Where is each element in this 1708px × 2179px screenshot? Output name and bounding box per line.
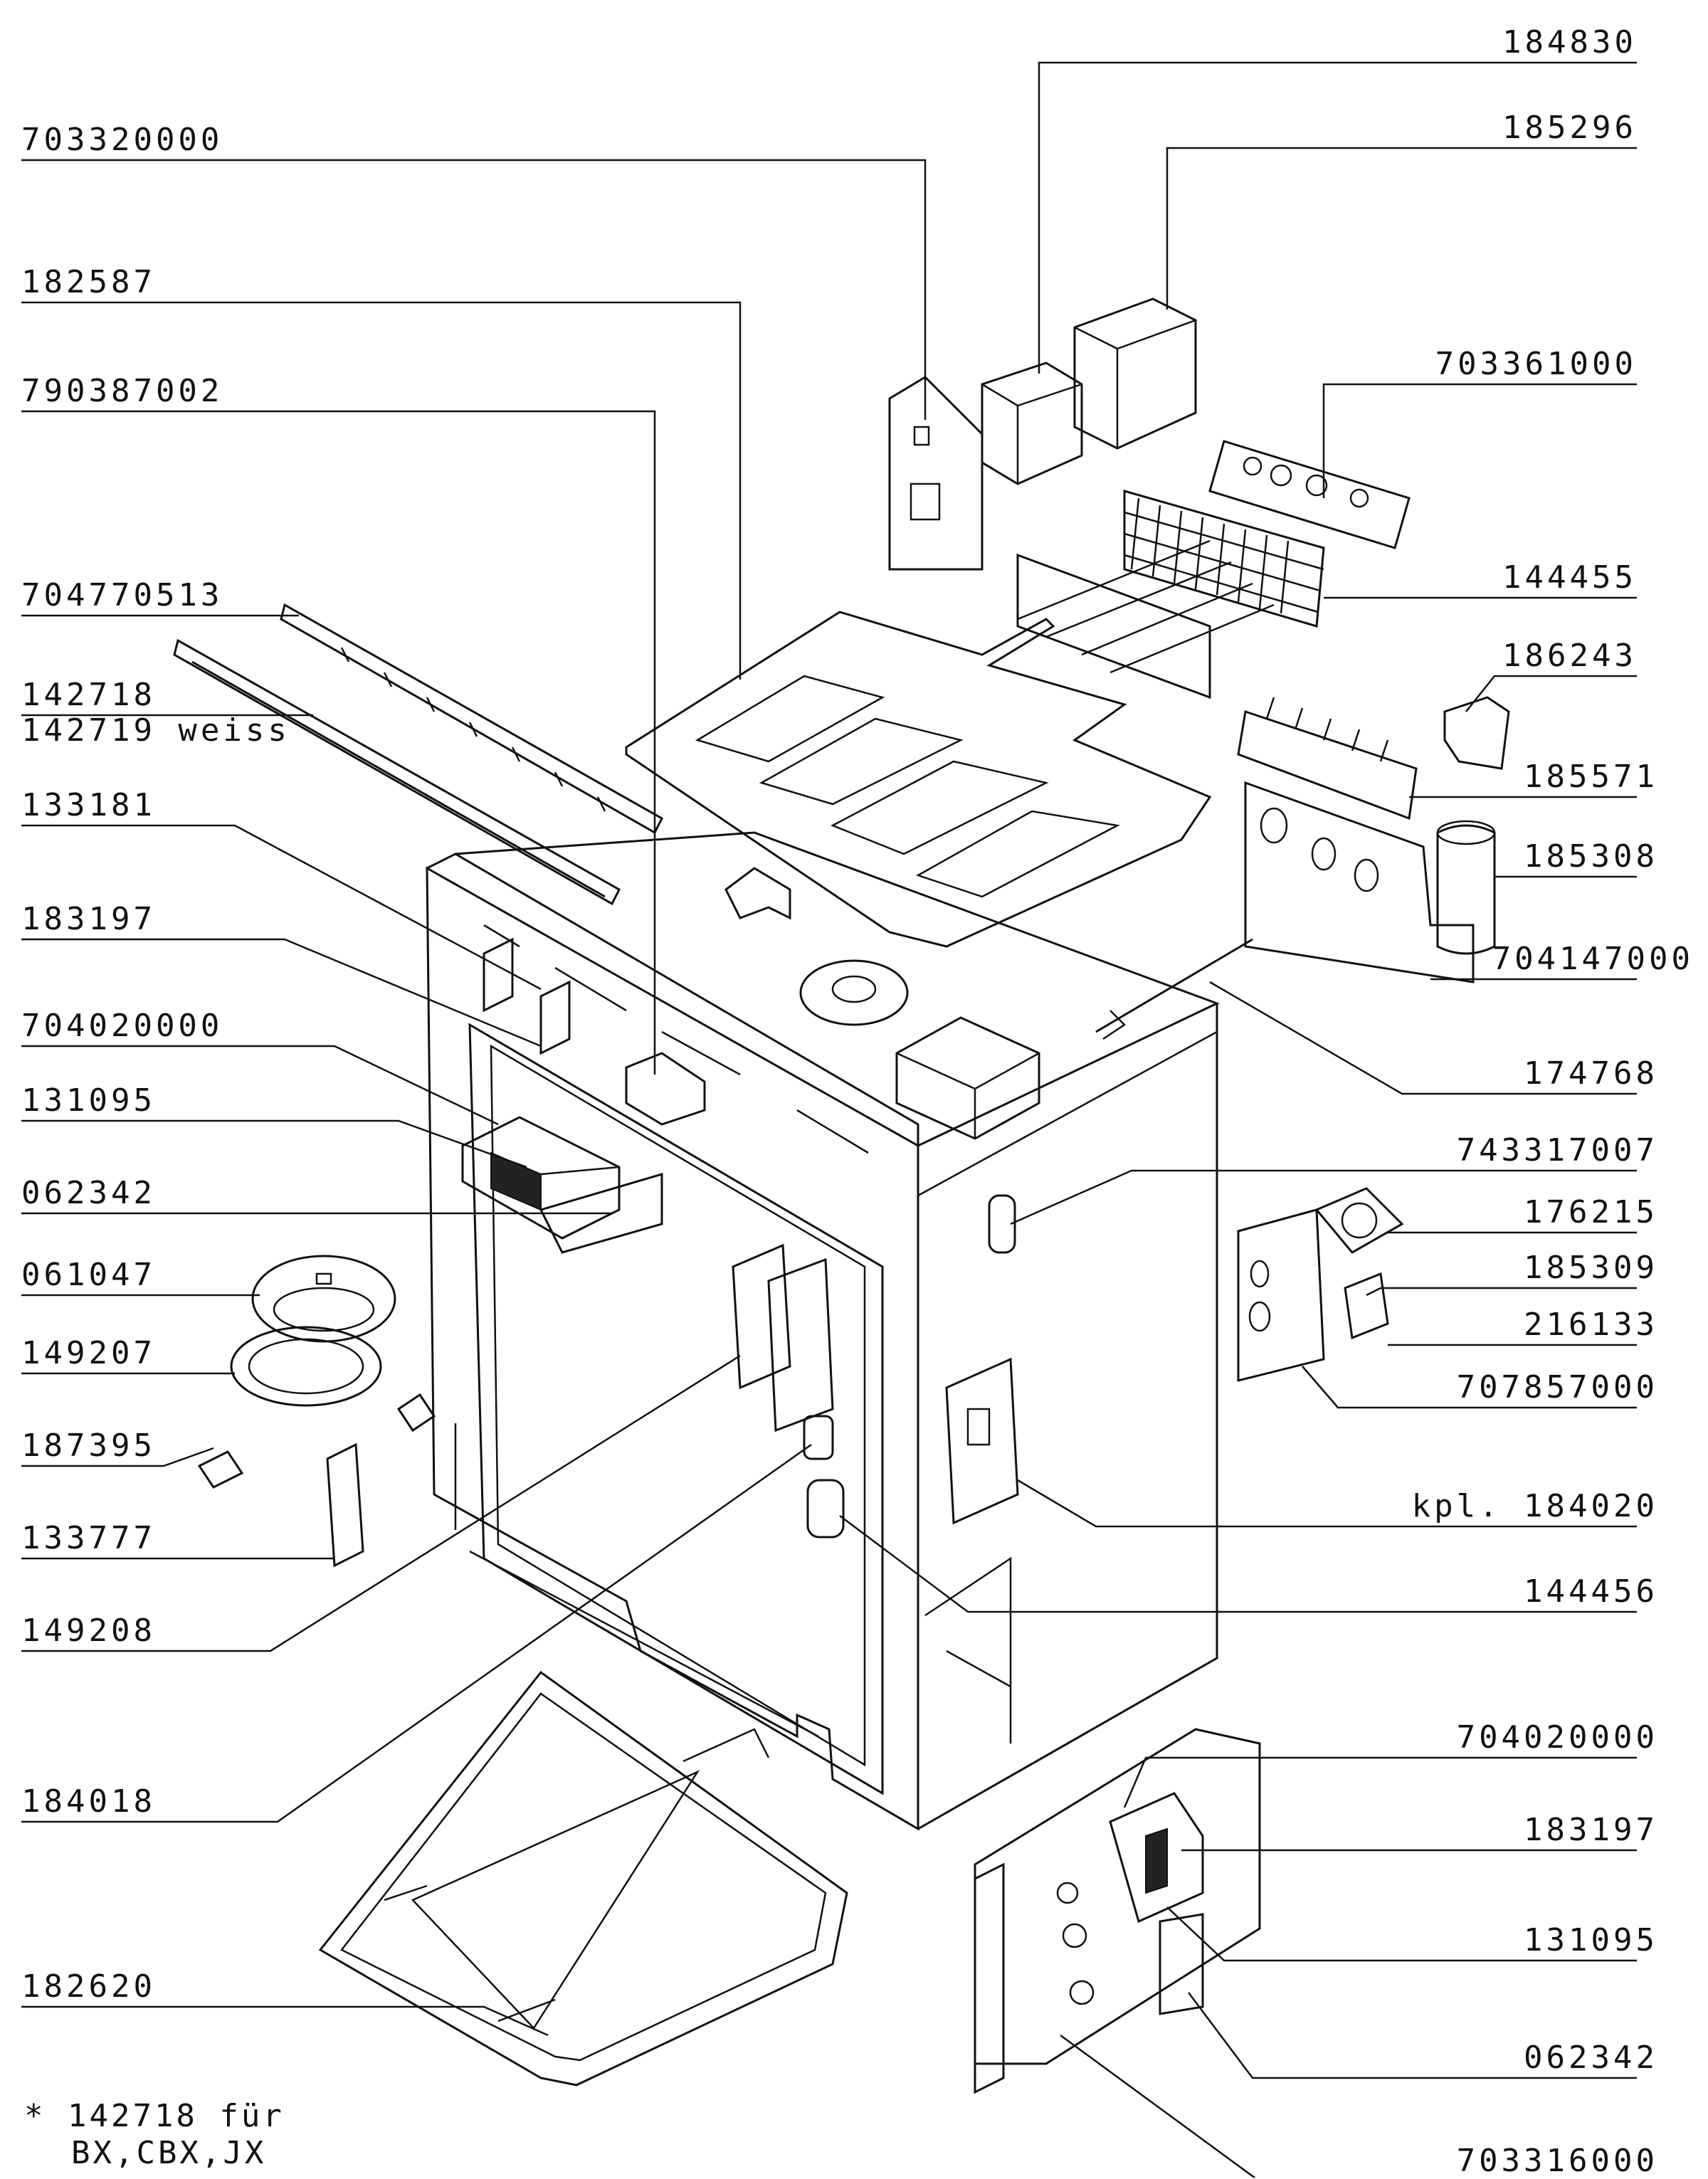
- part-label-176215: 176215: [1524, 1194, 1658, 1230]
- right-side-parts: [945, 1187, 1404, 2094]
- part-label-133181: 133181: [21, 787, 156, 823]
- footnote-line-2: BX,CBX,JX: [71, 2135, 267, 2171]
- part-label-186243: 186243: [1502, 638, 1637, 674]
- control-components-top: [888, 297, 1510, 1040]
- part-label-185308: 185308: [1524, 838, 1658, 875]
- part-label-704020000-right: 704020000: [1456, 1719, 1658, 1756]
- part-label-131095-left: 131095: [21, 1082, 156, 1119]
- part-label-062342-right: 062342: [1524, 2040, 1658, 2076]
- part-label-704020000-left: 704020000: [21, 1008, 223, 1044]
- grill-heating-element: [625, 539, 1275, 948]
- part-label-187395: 187395: [21, 1428, 156, 1464]
- part-label-182620: 182620: [21, 1968, 156, 2005]
- oven-housing: [396, 831, 1220, 1831]
- part-label-707857000: 707857000: [1456, 1369, 1658, 1405]
- part-label-703320000: 703320000: [21, 122, 223, 158]
- part-label-185571: 185571: [1524, 759, 1658, 795]
- part-label-185296: 185296: [1502, 110, 1637, 146]
- left-controls: [197, 937, 845, 1568]
- bottom-heating-element: [318, 1670, 848, 2086]
- footnote-line-1: * 142718 für: [24, 2098, 285, 2134]
- part-label-183197-left: 183197: [21, 901, 156, 937]
- part-label-184018: 184018: [21, 1783, 156, 1820]
- part-label-216133: 216133: [1524, 1307, 1658, 1343]
- part-label-174768: 174768: [1524, 1055, 1658, 1092]
- part-label-790387002: 790387002: [21, 373, 223, 409]
- part-label-743317007: 743317007: [1456, 1132, 1658, 1168]
- leader-lines-right: [839, 61, 1637, 2178]
- part-label-149207: 149207: [21, 1335, 156, 1371]
- part-label-131095-right: 131095: [1524, 1922, 1658, 1958]
- part-label-062342-left: 062342: [21, 1175, 156, 1211]
- part-label-704770513: 704770513: [21, 577, 223, 613]
- part-label-185309: 185309: [1524, 1250, 1658, 1286]
- part-label-704147000: 704147000: [1492, 941, 1694, 977]
- part-label-183197-right: 183197: [1524, 1812, 1658, 1848]
- part-label-kpl-184020: kpl. 184020: [1411, 1488, 1658, 1524]
- part-label-142718: 142718: [21, 677, 156, 713]
- footnote: * 142718 für BX,CBX,JX: [24, 2098, 285, 2172]
- part-label-184830: 184830: [1502, 24, 1637, 60]
- part-label-133777: 133777: [21, 1520, 156, 1556]
- part-label-144455: 144455: [1502, 559, 1637, 596]
- part-label-144456: 144456: [1524, 1573, 1658, 1610]
- part-label-703361000: 703361000: [1435, 346, 1637, 382]
- front-rails: [173, 603, 663, 906]
- leader-lines-left: [21, 159, 927, 2037]
- part-label-142719-weiss: 142719 weiss: [21, 712, 290, 749]
- part-label-703316000: 703316000: [1456, 2143, 1658, 2179]
- part-label-061047: 061047: [21, 1257, 156, 1293]
- part-label-149208: 149208: [21, 1613, 156, 1649]
- part-label-182587: 182587: [21, 264, 156, 300]
